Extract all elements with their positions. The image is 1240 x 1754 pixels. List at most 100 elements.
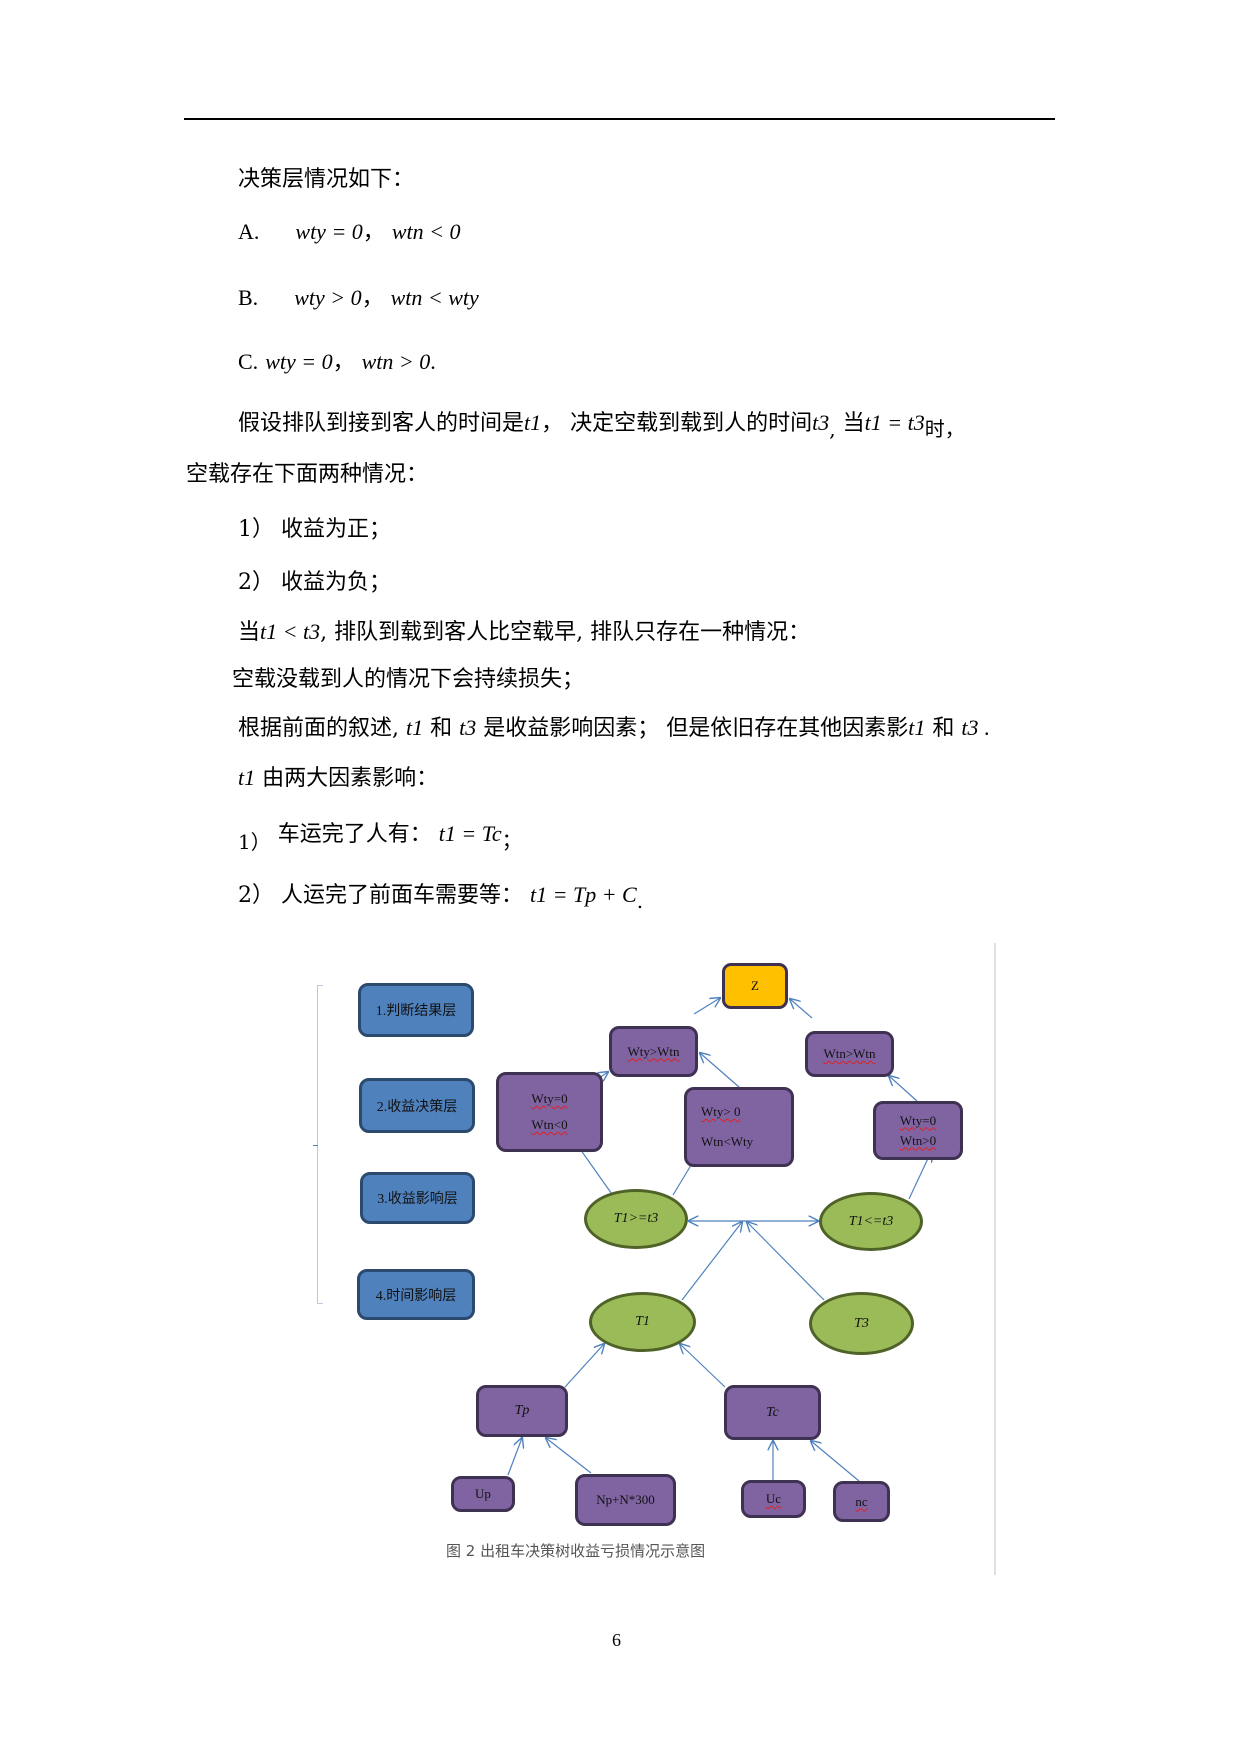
node-label: Tp (514, 1403, 530, 1418)
node-label-line2: Wtn>0 (899, 1132, 937, 1148)
math-expr: wty > 0 (294, 285, 362, 310)
node-label: T1>=t3 (613, 1211, 659, 1226)
node-label-line1: Wty=0 (899, 1112, 937, 1128)
paragraph-t1-lt-t3: 当t1 < t3, 排队到载到客人比空载早, 排队只存在一种情况： (238, 618, 810, 647)
math-expr: wtn < wty (390, 285, 479, 310)
text-run: 和 (925, 716, 962, 741)
paragraph-loss: 空载没载到人的情况下会持续损失； (232, 666, 584, 694)
node-label: T3 (854, 1315, 869, 1331)
node-label: T1<=t3 (848, 1213, 894, 1229)
math-expr: wtn > 0 (361, 349, 431, 374)
ellipse-t1-ge-t3: T1>=t3 (584, 1189, 688, 1249)
node-label: Tc (766, 1404, 779, 1420)
math-expr: wty = 0 (265, 349, 333, 374)
separator: ， (362, 220, 385, 245)
text-run: 空载存在下面两种情况： (186, 462, 429, 487)
option-b: B. wty > 0， wtn < wty (238, 284, 479, 313)
node-z-result: Z (722, 963, 788, 1009)
node-label: Uc (765, 1491, 782, 1506)
item-1: 1） 车运完了人有： t1 = Tc； (238, 820, 522, 856)
separator: ， (361, 286, 384, 311)
node-label: Up (475, 1486, 491, 1501)
text-run: 是收益影响因素； 但是依旧存在其他因素影 (476, 716, 909, 741)
text-run: 空载没载到人的情况下会持续损失； (232, 667, 585, 692)
text-run: 2） 收益为负； (238, 570, 391, 595)
node-label: Wty>Wtn (627, 1043, 680, 1059)
layer-box-result: 1.判断结果层 (358, 983, 474, 1037)
math-expr: t1 = Tp + C (530, 882, 637, 907)
layer-box-time: 4.时间影响层 (357, 1269, 475, 1320)
paragraph-assumption: 假设排队到接到客人的时间是t1， 决定空载到载到人的时间t3, 当t1 = t3… (238, 409, 965, 443)
math-var: t1 (238, 765, 256, 790)
semicolon: ； (501, 828, 522, 852)
text-run: 假设排队到接到客人的时间是 (238, 411, 525, 436)
math-expr: t1 < t3 (260, 619, 321, 644)
node-label-line1: Wty> 0 (701, 1104, 741, 1119)
node-wty0-wtn-lt0: Wty=0 Wtn<0 (496, 1072, 603, 1152)
header-rule (184, 118, 1055, 120)
case-2: 2） 收益为负； (238, 569, 391, 597)
layer-box-decision: 2.收益决策层 (359, 1078, 475, 1133)
option-a: A. wty = 0， wtn < 0 (238, 218, 460, 247)
node-label-line2: Wtn<Wty (701, 1134, 754, 1149)
option-label: C. (238, 349, 259, 374)
ellipse-t1: T1 (589, 1292, 696, 1352)
ellipse-t1-le-t3: T1<=t3 (819, 1192, 923, 1251)
math-expr: wty = 0 (295, 219, 363, 244)
text-run: , 排队到载到客人比空载早, 排队只存在一种情况： (320, 620, 811, 645)
text-run: 根据前面的叙述, (238, 716, 406, 741)
figure-caption: 图 2 出租车决策树收益亏损情况示意图 (446, 1542, 706, 1560)
page-number: 6 (612, 1630, 621, 1650)
node-tp: Tp (476, 1385, 568, 1437)
math-expr: t1 = Tc (438, 821, 502, 846)
text-run: 车运完了人有： (277, 822, 432, 847)
node-up: Up (451, 1476, 515, 1512)
text-run: 时， (924, 417, 965, 441)
intro-text: 决策层情况如下： (238, 167, 415, 192)
paragraph-t1-factors: t1 由两大因素影响： (238, 764, 438, 793)
node-wty0-wtn-gt0: Wty=0 Wtn>0 (873, 1101, 963, 1160)
node-tc: Tc (724, 1385, 821, 1440)
layer-label: 1.判断结果层 (375, 1004, 457, 1019)
separator: ， (332, 350, 355, 375)
text-run: 当 (835, 411, 865, 436)
intro-line: 决策层情况如下： (238, 166, 414, 194)
node-label: Wtn>Wtn (823, 1046, 876, 1061)
layer-label: 2.收益决策层 (376, 1099, 458, 1115)
paragraph-factors: 根据前面的叙述, t1 和 t3 是收益影响因素； 但是依旧存在其他因素影t1 … (238, 714, 990, 743)
node-wty-gt-wtn: Wty>Wtn (609, 1026, 698, 1077)
node-np: Np+N*300 (575, 1474, 676, 1526)
text-run: 和 (423, 716, 460, 741)
period: . (430, 349, 436, 374)
layer-bracket-tick (313, 1145, 318, 1146)
layer-box-influence: 3.收益影响层 (360, 1172, 475, 1224)
math-var: t1 (908, 715, 926, 740)
math-var: t1 (406, 715, 424, 740)
text-run: 当 (238, 620, 261, 645)
option-label: A. (238, 219, 260, 244)
node-nc: nc (833, 1481, 890, 1522)
node-label-line2: Wtn<0 (531, 1117, 568, 1132)
text-run: 1） 收益为正； (238, 517, 391, 542)
layer-bracket (317, 985, 323, 1304)
node-label: T1 (635, 1314, 650, 1329)
node-label: nc (855, 1493, 868, 1509)
ellipse-t3: T3 (809, 1292, 914, 1355)
math-var: t3 (812, 410, 830, 435)
item-number: 2） (238, 883, 274, 908)
option-label: B. (238, 285, 259, 310)
option-c: C. wty = 0， wtn > 0. (238, 348, 436, 377)
period: . (978, 715, 990, 740)
math-expr: t1 = t3 (864, 410, 925, 435)
period: . (636, 889, 644, 913)
math-var: t3 (961, 715, 979, 740)
math-var: t1 (524, 410, 542, 435)
node-label: Z (751, 978, 759, 993)
math-var: t3 (459, 715, 477, 740)
node-label-line1: Wty=0 (531, 1091, 568, 1106)
comma: , (829, 417, 836, 441)
figure-border-line (994, 943, 996, 1575)
node-uc: Uc (741, 1480, 806, 1518)
item-2: 2） 人运完了前面车需要等： t1 = Tp + C. (238, 881, 643, 915)
math-expr: wtn < 0 (391, 219, 461, 244)
